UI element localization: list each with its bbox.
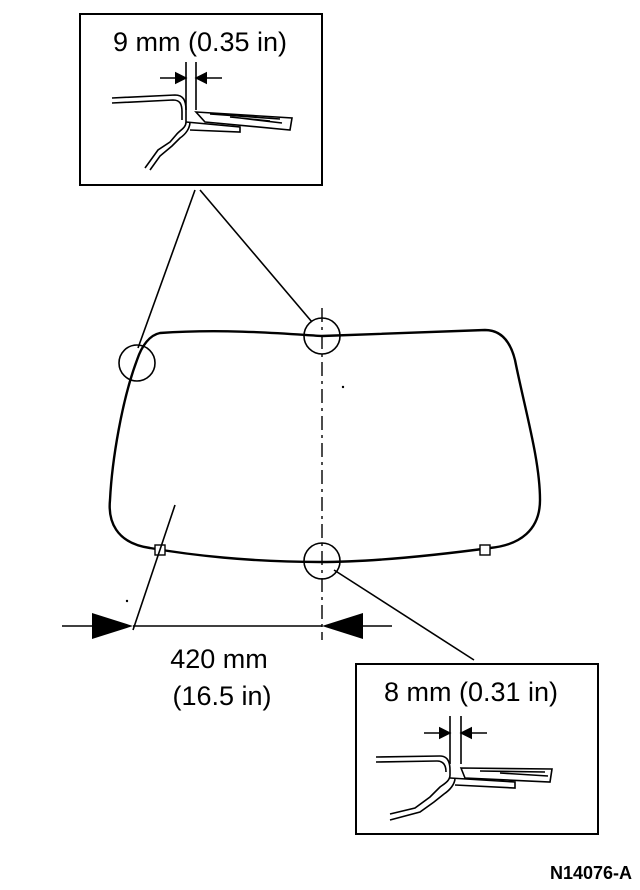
callout-bottom: 8 mm (0.31 in)	[355, 663, 599, 835]
callout-top-dimension: 9 mm (0.35 in)	[113, 27, 287, 57]
main-dimension-arrows	[62, 613, 392, 639]
main-leader	[132, 504, 176, 631]
figure-reference: N14076-A	[550, 863, 632, 883]
detail-circle-left	[118, 344, 156, 382]
main-dimension-imperial: (16.5 in)	[172, 681, 271, 711]
callout-top: 9 mm (0.35 in)	[79, 13, 323, 186]
detail-circle-top	[303, 317, 341, 355]
callout-bottom-dimension: 8 mm (0.31 in)	[384, 677, 558, 707]
windshield-outline	[108, 308, 542, 640]
detail-circle-bottom	[303, 542, 341, 580]
leader-lines	[137, 189, 475, 661]
main-dimension-metric: 420 mm	[170, 644, 268, 674]
